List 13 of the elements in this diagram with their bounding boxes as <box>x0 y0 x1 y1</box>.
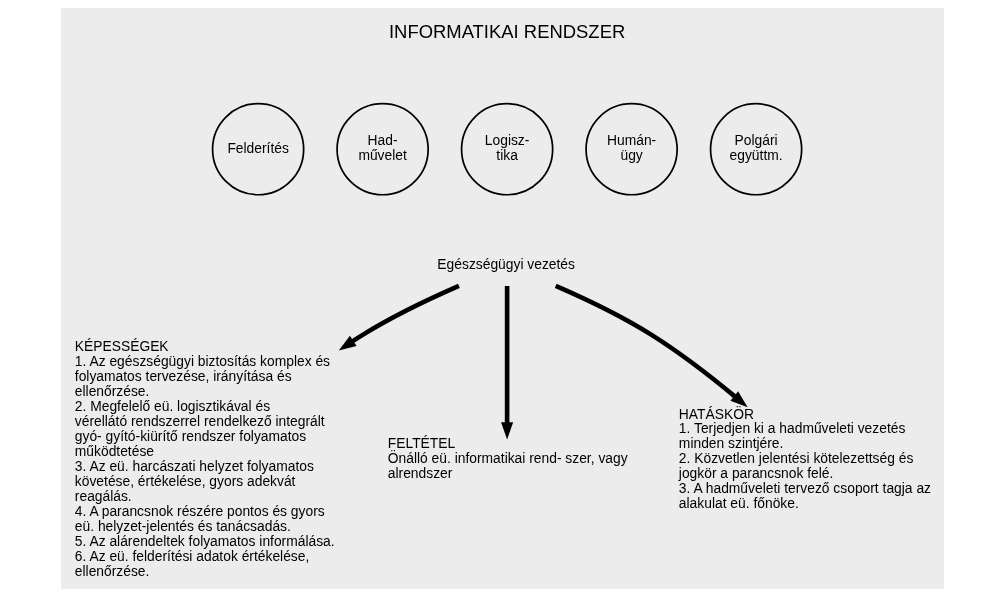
node-circle: Polgári együttm. <box>709 102 803 196</box>
node-circle: Felderítés <box>211 102 305 196</box>
arrow <box>338 283 460 351</box>
label: INFORMATIKAI RENDSZER <box>388 20 626 42</box>
node-circle: Had- művelet <box>336 102 429 196</box>
node-circle: Logisz- tika <box>460 102 554 196</box>
node-text: KÉPESSÉGEK 1. Az egészségügyi biztosítás komplex és folyamatos tervezése, irányítása és ellenőrzése. 2. Megfelelő eü. logisztikával és vérellátó rendszerrel rendelkező integrált gyó- gyító-kiürítő rendszer folyamatos működtetése 3. Az eü. harcászati helyzet folyamatos követése, értékelése, gyors adekvát reagálás. 4. A parancsnok részére pontos és gyors eü. helyzet-jelentés és tanácsadás. 5. Az alárendeltek folyamatos informálása. 6. Az eü. felderítési adatok értékelése, ellenőrzése. <box>74 338 335 579</box>
node-text: FELTÉTEL Önálló eü. informatikai rend- szer, vagy alrendszer <box>387 435 628 482</box>
node-circle: Humán- ügy <box>585 102 678 196</box>
node-text: HATÁSKÖR 1. Terjedjen ki a hadműveleti vezetés minden szintjére. 2. Közvetlen jelentési kötelezettség és jogkör a parancsnok felé. 3. A hadműveleti tervező csoport tagja az alakulat eü. főnöke. <box>678 405 932 512</box>
arrow <box>501 286 514 440</box>
arrow <box>554 283 748 408</box>
node-text: Egészségügyi vezetés <box>437 255 575 272</box>
